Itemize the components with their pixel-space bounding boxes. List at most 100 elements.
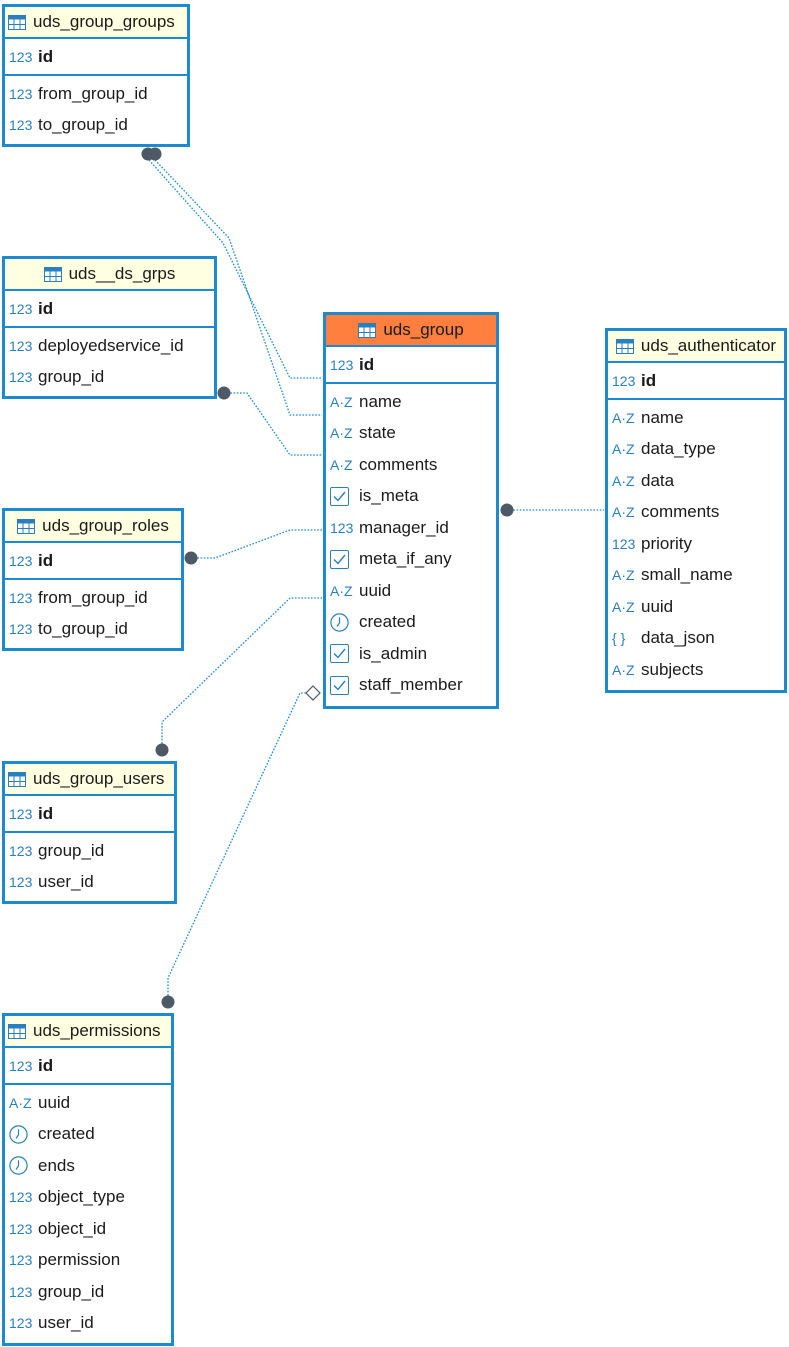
table-name: uds__ds_grps [68,264,176,283]
text-type-icon: A·Z [612,661,635,678]
table-header[interactable]: uds_group_roles [5,511,181,543]
primary-key-row[interactable]: 123 id [326,347,496,384]
table-icon [8,771,26,787]
link-endpoint-dot [217,386,231,400]
column-name: name [641,407,684,427]
column-row[interactable]: { }data_json [608,623,784,655]
table-header[interactable]: uds_group_groups [5,7,187,39]
column-name: name [359,391,402,411]
column-name: manager_id [359,517,449,537]
link-endpoint-dot [184,551,198,565]
column-row[interactable]: is_meta [326,481,496,513]
column-name: permission [38,1250,121,1270]
table-header[interactable]: uds_group [326,315,496,347]
table-icon [615,338,634,354]
table-icon [8,1023,26,1039]
table-header[interactable]: uds_permissions [5,1016,171,1048]
table-header[interactable]: uds_authenticator [608,331,784,363]
table-name: uds_group_roles [42,516,169,535]
table-name: uds_permissions [33,1021,161,1040]
primary-key-name: id [359,354,375,374]
numeric-type-icon: 123 [612,372,636,389]
column-row[interactable]: created [5,1119,171,1151]
link-group-groups-to [154,159,322,416]
column-name: data_type [641,439,716,459]
column-name: is_meta [359,486,419,506]
column-name: user_id [38,872,94,892]
numeric-type-icon: 123 [9,1189,33,1206]
numeric-type-icon: 123 [330,356,354,373]
column-row[interactable]: created [326,607,496,639]
boolean-type-icon [330,675,355,695]
column-row[interactable]: 123 object_type [5,1182,171,1214]
boolean-type-icon [330,549,355,569]
column-name: small_name [641,565,733,585]
column-row[interactable]: A·Z name [608,402,784,434]
text-type-icon: A·Z [612,409,635,426]
table-icon [8,14,26,30]
column-row[interactable]: ends [5,1150,171,1182]
column-row[interactable]: staff_member [326,670,496,702]
table-header[interactable]: uds_group_users [5,764,174,796]
column-name: staff_member [359,675,463,695]
numeric-type-icon: 123 [9,48,33,65]
column-row[interactable]: is_admin [326,638,496,670]
column-name: object_type [38,1187,125,1207]
column-name: data [641,470,675,490]
numeric-type-icon: 123 [9,1315,33,1332]
primary-key-name: id [38,1055,54,1075]
table-name: uds_group_users [33,769,165,788]
link-endpoint-dot [155,743,169,757]
table-header[interactable]: uds__ds_grps [5,259,214,291]
text-type-icon: A·Z [612,504,635,521]
column-row[interactable]: meta_if_any [326,544,496,576]
text-type-icon: A·Z [330,582,353,599]
column-row[interactable]: 123 permission [5,1245,171,1277]
link-group-users [161,597,322,750]
numeric-type-icon: 123 [9,1252,33,1269]
table-icon [358,322,377,338]
column-name: created [359,612,416,632]
column-name: to_group_id [38,115,128,135]
